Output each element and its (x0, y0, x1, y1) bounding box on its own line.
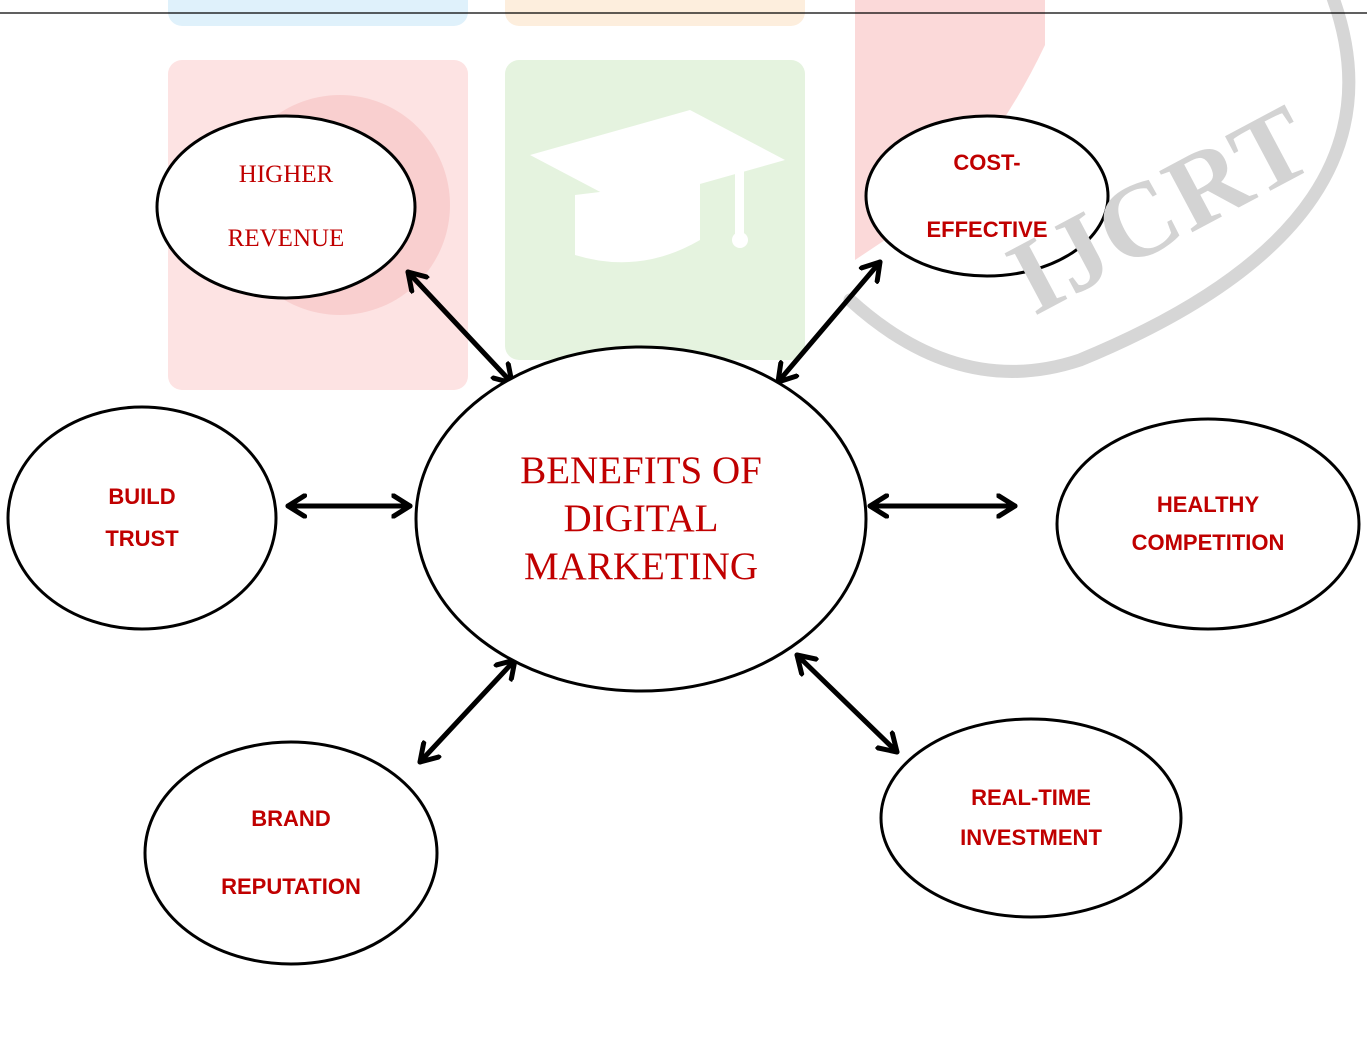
center-node-ellipse (414, 345, 868, 693)
node-build-trust-ellipse (6, 405, 278, 631)
arrow-cost-effective (775, 259, 883, 385)
node-real-time-investment-ellipse (879, 717, 1183, 919)
node-higher-revenue-ellipse (155, 114, 417, 300)
node-shapes (6, 114, 1361, 966)
node-healthy-competition-ellipse (1055, 417, 1361, 631)
arrow-real-time-investment (794, 652, 900, 755)
connectors (285, 259, 1018, 765)
arrow-higher-revenue (405, 269, 515, 386)
arrow-brand-reputation (417, 657, 518, 765)
graduation-cap-icon (530, 110, 785, 263)
watermark-swoosh (843, 0, 1356, 378)
node-brand-reputation-ellipse (143, 740, 439, 966)
node-cost-effective-ellipse (864, 114, 1110, 278)
